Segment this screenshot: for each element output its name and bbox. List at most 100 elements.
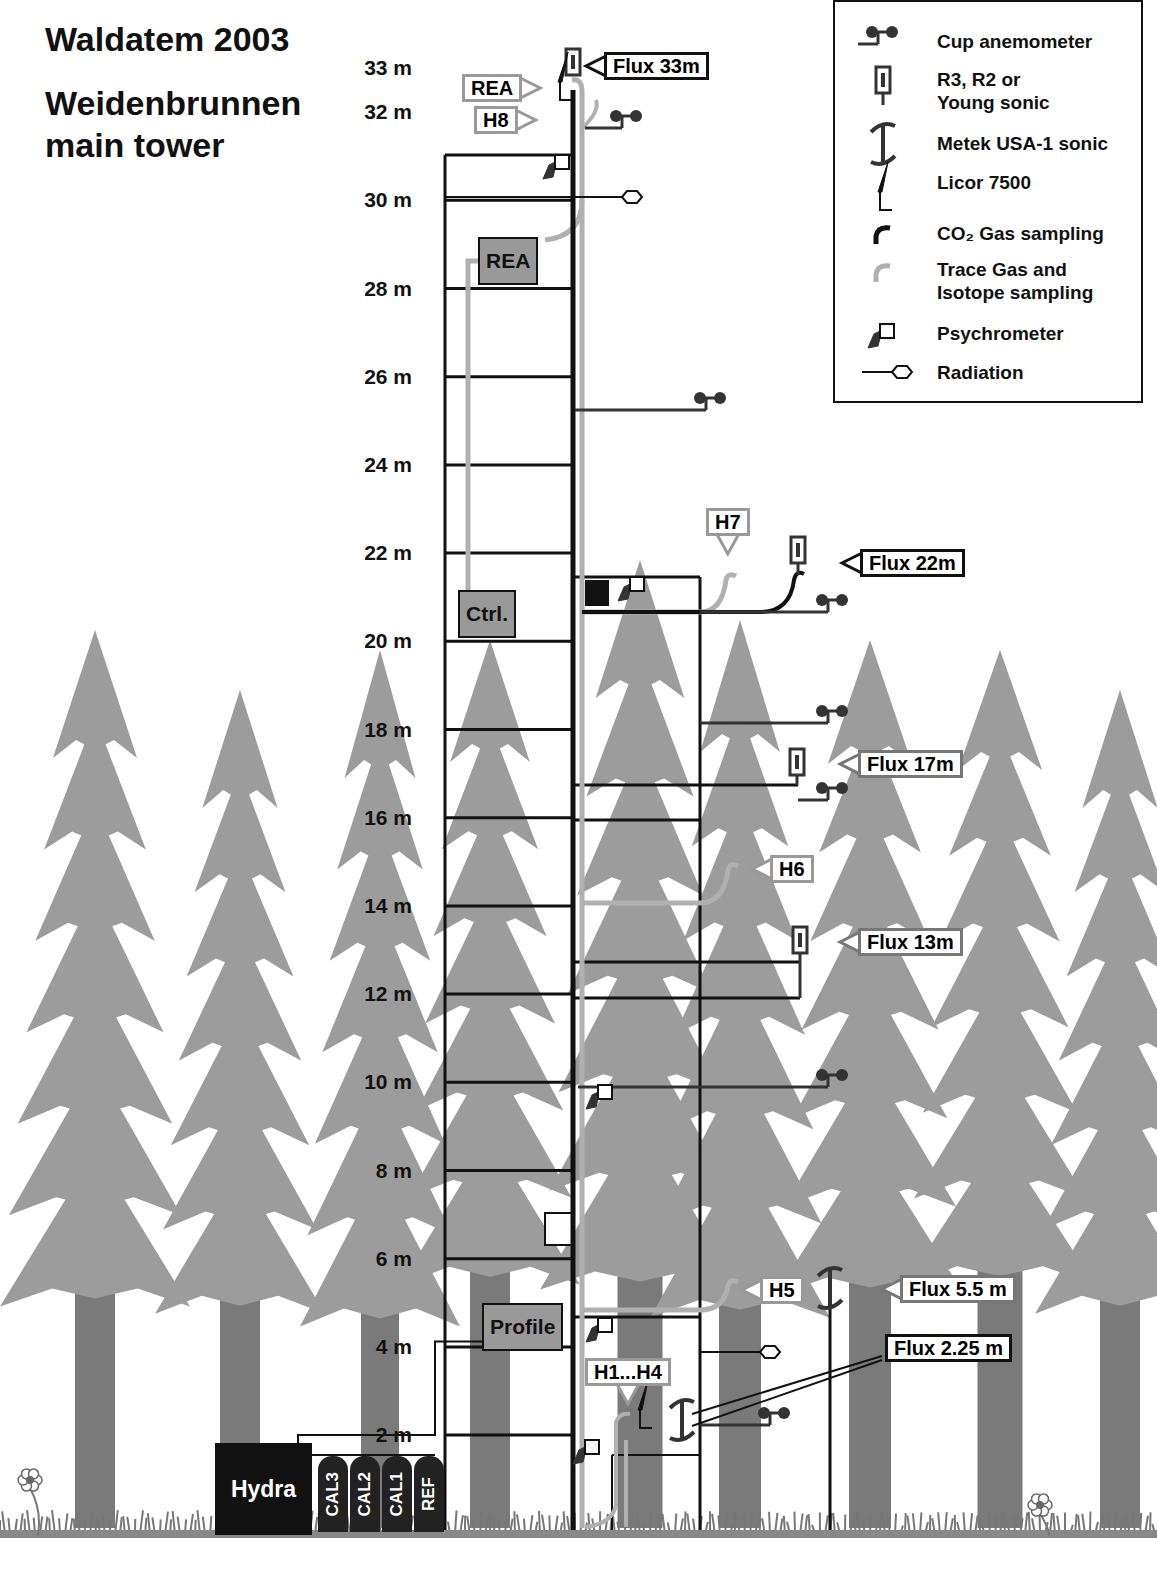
node-text: H8 [483, 109, 509, 131]
sonic-anemometer [881, 73, 885, 87]
sonic-stem [882, 93, 885, 105]
tower-strut [445, 816, 573, 819]
callout-label: Flux 13m [858, 928, 963, 956]
height-label: 4 m [312, 1335, 412, 1359]
equipment-box: Ctrl. [458, 590, 516, 638]
callout-label: H1...H4 [585, 1358, 671, 1386]
tower-strut [445, 640, 573, 643]
callout-label: H5 [760, 1276, 804, 1304]
sampling-tube [545, 200, 582, 240]
height-label: 26 m [312, 365, 412, 389]
radiation-sensor [622, 191, 642, 203]
height-label: 2 m [312, 1423, 412, 1447]
radiation-sensor [445, 196, 632, 198]
tower-strut [445, 287, 573, 290]
node-text: Hydra [231, 1476, 296, 1503]
tower-strut [445, 375, 573, 378]
leader-line [692, 1356, 882, 1414]
height-label: 28 m [312, 277, 412, 301]
sonic-stem [799, 953, 802, 998]
logger-box [585, 580, 609, 606]
tree-crown [1035, 1170, 1157, 1313]
gas-cylinder: REF [414, 1456, 444, 1532]
cup-anemometer [798, 799, 828, 802]
licor-sensor [878, 162, 888, 192]
node-text: H6 [779, 858, 805, 880]
metek-sonic [670, 1400, 694, 1408]
height-label: 33 m [312, 56, 412, 80]
cup-anemometer [700, 1424, 770, 1427]
hydra-box: Hydra [215, 1443, 312, 1535]
sonic-anemometer [876, 67, 890, 93]
flower-stem [30, 1488, 39, 1535]
tower-strut [445, 728, 573, 731]
metek-sonic [818, 1268, 842, 1276]
legend-text: Licor 7500 [937, 171, 1142, 194]
tower-strut [445, 1257, 573, 1260]
tower-strut [573, 784, 798, 787]
node-text: H1...H4 [594, 1361, 662, 1383]
licor-sensor [560, 82, 572, 100]
cup-anemometer [886, 26, 898, 38]
node-text: Flux 33m [613, 55, 700, 77]
legend-ground [833, 0, 1143, 403]
tower-mast [571, 90, 576, 1530]
legend-text: CO₂ Gas sampling [937, 222, 1142, 245]
gas-cylinder: CAL1 [382, 1456, 412, 1532]
cup-anemometer [816, 1069, 828, 1081]
tower-strut [445, 552, 573, 555]
cup-anemometer [858, 43, 878, 46]
psychrometer [555, 155, 569, 169]
sampling-tube [582, 1281, 738, 1310]
height-label: 18 m [312, 718, 412, 742]
sampling-tube [585, 1414, 630, 1527]
tower-strut [445, 904, 573, 907]
node-text: CAL1 [387, 1472, 407, 1516]
node-text: REF [419, 1477, 439, 1511]
callout-pointer [717, 534, 739, 554]
radiation-sensor [760, 1346, 780, 1358]
diagram-title: Waldatem 2003 [45, 20, 289, 59]
connector [468, 261, 478, 590]
tower-strut [445, 1081, 573, 1084]
height-label: 32 m [312, 100, 412, 124]
equipment-box: REA [478, 237, 538, 285]
callout-label: Flux 5.5 m [900, 1275, 1016, 1303]
legend-text: Psychrometer [937, 322, 1142, 345]
callout-pointer [586, 56, 606, 76]
sonic-anemometer [793, 927, 807, 953]
node-text: CAL2 [355, 1472, 375, 1516]
cup-anemometer [630, 110, 642, 122]
cup-anemometer [585, 127, 622, 130]
cup-anemometer [700, 611, 828, 614]
node-text: H7 [715, 511, 741, 533]
node-text: Flux 2.25 m [894, 1337, 1003, 1359]
node-text: Profile [490, 1315, 555, 1338]
tower-strut [573, 819, 700, 822]
co2-tube [582, 573, 804, 612]
gas-cylinder: CAL3 [318, 1456, 348, 1532]
flower-center [26, 1476, 34, 1484]
callout-label: H6 [770, 855, 814, 883]
tower-strut [445, 199, 573, 202]
callout-label: Flux 33m [604, 52, 709, 80]
node-text: Flux 13m [867, 931, 954, 953]
tower-strut [699, 577, 702, 1530]
height-label: 8 m [312, 1159, 412, 1183]
sampling-tube [624, 1440, 628, 1527]
sonic-anemometer [795, 755, 799, 769]
sonic-anemometer [796, 543, 800, 557]
callout-pointer [617, 1384, 639, 1404]
subtitle: Weidenbrunnen main tower [45, 82, 345, 166]
metek-sonic [881, 126, 885, 162]
tower-strut [445, 993, 573, 996]
sampling-tube [582, 575, 736, 612]
cup-anemometer [816, 782, 828, 794]
legend-trace-symbol [876, 266, 890, 282]
tower-strut [573, 961, 800, 964]
licor-sensor [640, 1410, 652, 1428]
callout-pointer [516, 110, 536, 130]
cup-anemometer [694, 392, 706, 404]
equipment-box: Profile [482, 1303, 563, 1351]
tower-strut [444, 155, 447, 1530]
